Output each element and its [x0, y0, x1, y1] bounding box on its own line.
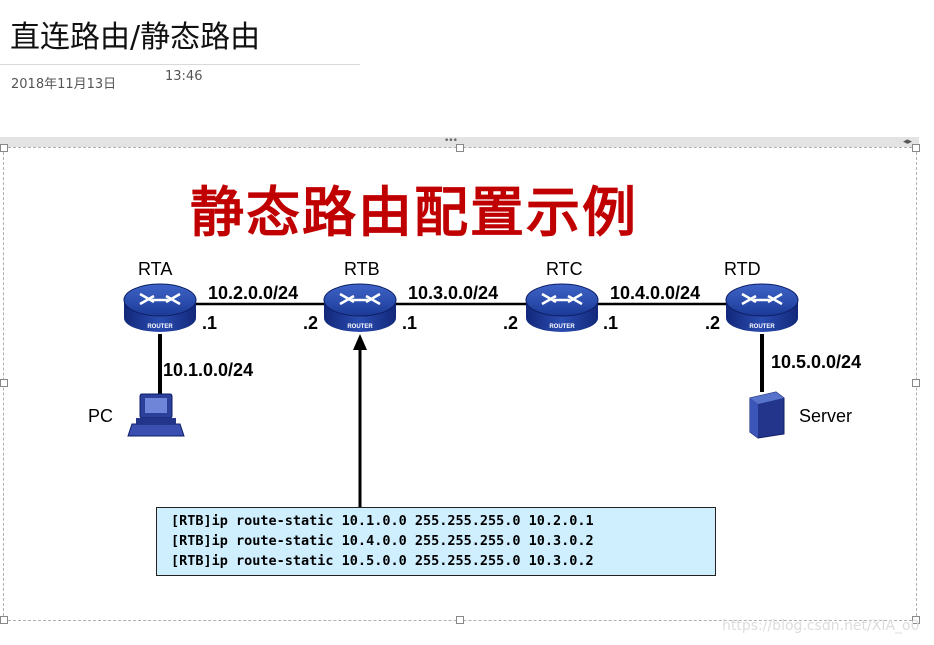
- pc-icon: [127, 393, 185, 437]
- command-line: [RTB]ip route-static 10.1.0.0 255.255.25…: [171, 513, 594, 529]
- resize-handle-top-right[interactable]: [912, 144, 920, 152]
- resize-arrows-icon[interactable]: ◂▸: [903, 137, 913, 147]
- network-label-rta-rtb: 10.2.0.0/24: [208, 283, 299, 303]
- svg-text:ROUTER: ROUTER: [347, 324, 373, 330]
- router-rtb-icon: ROUTER: [323, 283, 397, 332]
- resize-handle-top-left[interactable]: [0, 144, 8, 152]
- resize-handle-bottom-right[interactable]: [912, 616, 920, 624]
- title-divider: [0, 64, 360, 65]
- host-label-pc: PC: [88, 406, 114, 426]
- interface-label: .2: [303, 313, 319, 333]
- svg-text:ROUTER: ROUTER: [549, 324, 575, 330]
- note-date: 2018年11月13日: [11, 77, 117, 92]
- drag-handle-icon[interactable]: •••: [444, 136, 458, 146]
- router-label-rta: RTA: [138, 259, 173, 279]
- slide-title: 静态路由配置示例: [190, 180, 638, 244]
- network-label-rtb-rtc: 10.3.0.0/24: [408, 283, 499, 303]
- command-box: [RTB]ip route-static 10.1.0.0 255.255.25…: [156, 507, 716, 576]
- router-rtc-icon: ROUTER: [525, 283, 599, 332]
- interface-label: .1: [402, 313, 418, 333]
- host-label-server: Server: [799, 406, 853, 426]
- router-label-rtc: RTC: [546, 259, 583, 279]
- router-rta-icon: ROUTER: [123, 283, 197, 332]
- svg-text:ROUTER: ROUTER: [147, 324, 173, 330]
- resize-handle-left[interactable]: [0, 379, 8, 387]
- server-icon: [749, 391, 785, 439]
- resize-handle-right[interactable]: [912, 379, 920, 387]
- command-line: [RTB]ip route-static 10.5.0.0 255.255.25…: [171, 553, 594, 569]
- interface-label: .1: [202, 313, 218, 333]
- command-line: [RTB]ip route-static 10.4.0.0 255.255.25…: [171, 533, 594, 549]
- resize-handle-bottom-left[interactable]: [0, 616, 8, 624]
- router-rtd-icon: ROUTER: [725, 283, 799, 332]
- resize-handle-top[interactable]: [456, 144, 464, 152]
- router-label-rtb: RTB: [344, 259, 380, 279]
- network-label-rtd-server: 10.5.0.0/24: [771, 352, 862, 372]
- watermark: https://blog.csdn.net/XIA_o0: [722, 618, 920, 634]
- network-label-rta-pc: 10.1.0.0/24: [163, 360, 254, 380]
- router-label-rtd: RTD: [724, 259, 761, 279]
- page-title: 直连路由/静态路由: [10, 20, 261, 55]
- interface-label: .2: [503, 313, 519, 333]
- resize-handle-bottom[interactable]: [456, 616, 464, 624]
- svg-text:ROUTER: ROUTER: [749, 324, 775, 330]
- network-label-rtc-rtd: 10.4.0.0/24: [610, 283, 701, 303]
- note-time: 13:46: [165, 69, 203, 84]
- image-drag-bar[interactable]: [0, 137, 919, 147]
- interface-label: .1: [603, 313, 619, 333]
- arrow-head: [353, 334, 367, 350]
- interface-label: .2: [705, 313, 721, 333]
